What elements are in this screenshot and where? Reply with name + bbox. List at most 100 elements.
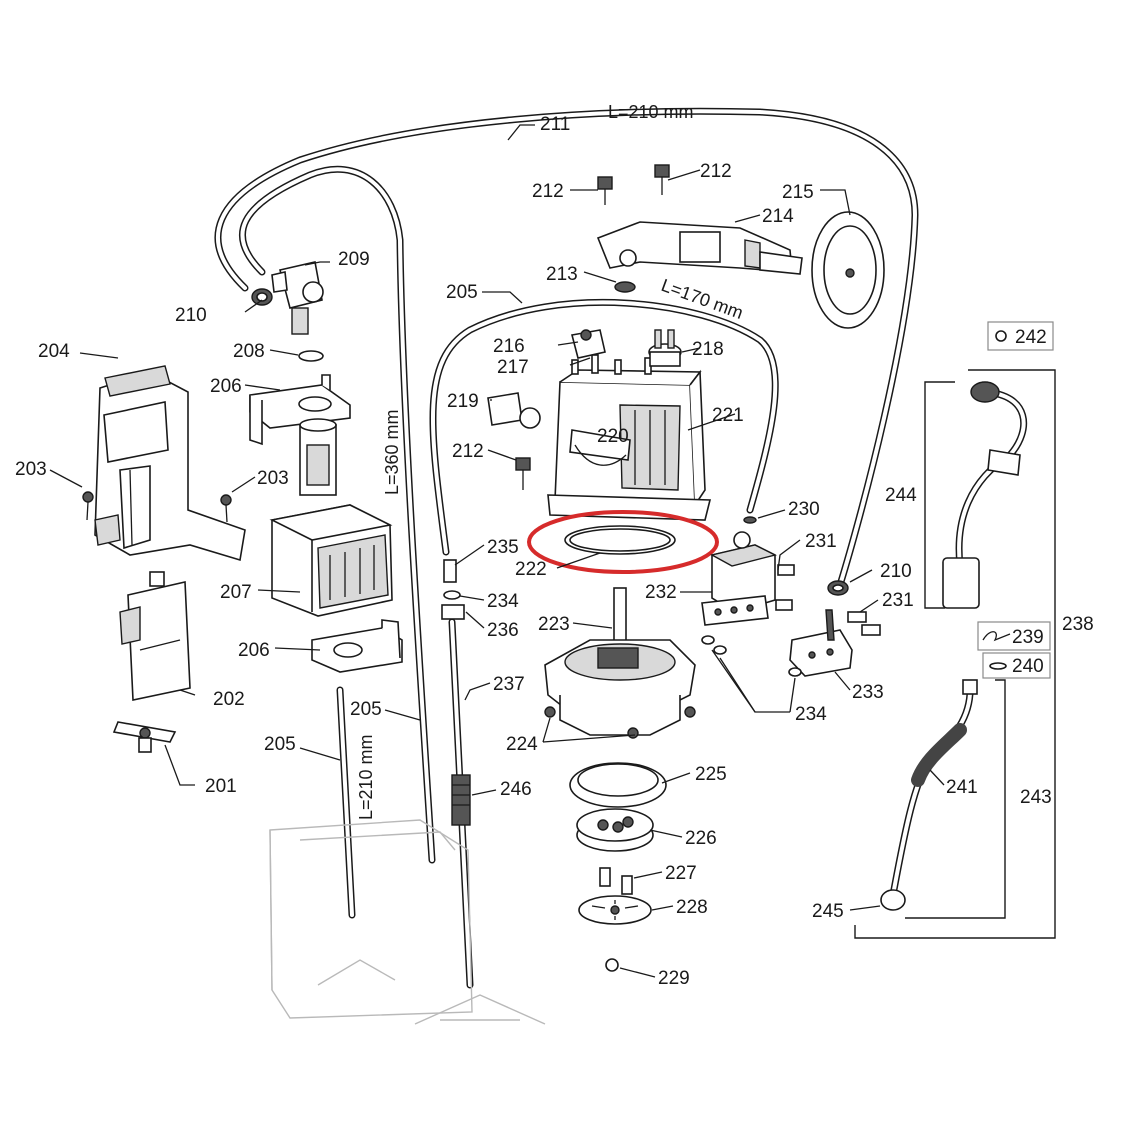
part-228-shower [578, 895, 652, 925]
part-210-clip-left [251, 288, 273, 306]
part-244-steam-pipe [942, 381, 1028, 609]
part-207-pump [269, 418, 393, 617]
label-201: 201 [205, 776, 237, 797]
part-236-nut [441, 604, 465, 620]
label-218: 218 [692, 339, 724, 360]
label-236: 236 [487, 620, 519, 641]
tube-205-top [429, 298, 779, 556]
tube-205-tank [336, 686, 356, 919]
screw-212-b [654, 164, 670, 195]
part-222-gasket [564, 525, 676, 555]
label-226: 226 [685, 828, 717, 849]
label-245: 245 [812, 901, 844, 922]
label-235: 235 [487, 537, 519, 558]
label-222: 222 [515, 559, 547, 580]
highlight-ring [527, 510, 719, 574]
label-204: 204 [38, 341, 70, 362]
part-202-pcb [119, 571, 191, 701]
part-235-fitting [443, 559, 457, 583]
part-233-block [789, 629, 853, 677]
part-210-clip-right [827, 580, 849, 596]
length-205-tank: L=210 mm [356, 734, 376, 820]
label-227: 227 [665, 863, 697, 884]
label-224: 224 [506, 734, 538, 755]
label-229: 229 [658, 968, 690, 989]
part-219-fuse [487, 392, 541, 429]
part-230-oring [743, 516, 757, 524]
part-241-wand [880, 679, 978, 911]
label-243: 243 [1020, 787, 1052, 808]
label-212-a: 212 [532, 181, 564, 202]
label-234-left: 234 [487, 591, 519, 612]
part-201-bracket [112, 721, 177, 753]
label-208: 208 [233, 341, 265, 362]
label-219: 219 [447, 391, 479, 412]
screw-212-c [515, 457, 531, 490]
part-206-bottom [311, 619, 403, 673]
part-labels: 201 202 203 203 204 205 205 205 206 206 … [15, 114, 1094, 989]
label-240: 240 [1012, 656, 1044, 677]
label-233: 233 [852, 682, 884, 703]
part-208-oring [298, 350, 324, 362]
part-214-element [596, 221, 803, 275]
screw-203-right [220, 494, 232, 523]
part-216-clip [571, 329, 606, 359]
inset-240 [982, 652, 1051, 679]
label-211: 211 [540, 114, 570, 135]
screw-212-a [597, 176, 613, 205]
label-205-top: 205 [446, 282, 478, 303]
bracket-244 [924, 381, 955, 609]
inset-242 [987, 321, 1054, 351]
water-tank [269, 819, 546, 1025]
label-205-tank: 205 [264, 734, 296, 755]
label-225: 225 [695, 764, 727, 785]
label-214: 214 [762, 206, 794, 227]
label-217: 217 [497, 357, 529, 378]
label-232: 232 [645, 582, 677, 603]
label-210-left: 210 [175, 305, 207, 326]
leader-lines [49, 124, 945, 978]
label-207: 207 [220, 582, 252, 603]
part-234-orings [443, 590, 802, 677]
label-231-top: 231 [805, 531, 837, 552]
part-213-washer [614, 281, 636, 293]
label-246: 246 [500, 779, 532, 800]
label-242: 242 [1015, 327, 1047, 348]
label-231-bottom: 231 [882, 590, 914, 611]
part-229-screw [605, 958, 619, 972]
label-206-bottom: 206 [238, 640, 270, 661]
part-223-group [544, 587, 696, 736]
label-203-right: 203 [257, 468, 289, 489]
part-215-disc [811, 211, 885, 329]
length-205-vertical: L=360 mm [382, 409, 402, 495]
tube-211 [214, 107, 919, 864]
label-230: 230 [788, 499, 820, 520]
part-206-top [249, 374, 351, 446]
bracket-238 [854, 369, 1056, 939]
part-218-thermostat [648, 329, 682, 367]
label-203-left: 203 [15, 459, 47, 480]
label-209: 209 [338, 249, 370, 270]
label-220: 220 [597, 426, 629, 447]
label-212-c: 212 [452, 441, 484, 462]
label-205-mid: 205 [350, 699, 382, 720]
label-212-b: 212 [700, 161, 732, 182]
label-223: 223 [538, 614, 570, 635]
label-244: 244 [885, 485, 917, 506]
label-228: 228 [676, 897, 708, 918]
label-210-right: 210 [880, 561, 912, 582]
label-213: 213 [546, 264, 578, 285]
inset-239 [977, 621, 1051, 651]
bracket-243 [905, 679, 1006, 919]
label-241: 241 [946, 777, 978, 798]
label-238: 238 [1062, 614, 1094, 635]
part-246-connector [451, 774, 471, 826]
label-237: 237 [493, 674, 525, 695]
part-220-sensor [569, 429, 631, 466]
part-227-screws [599, 867, 633, 895]
part-232-valve [701, 531, 777, 626]
label-202: 202 [213, 689, 245, 710]
part-204-housing [94, 365, 246, 562]
label-206-top: 206 [210, 376, 242, 397]
